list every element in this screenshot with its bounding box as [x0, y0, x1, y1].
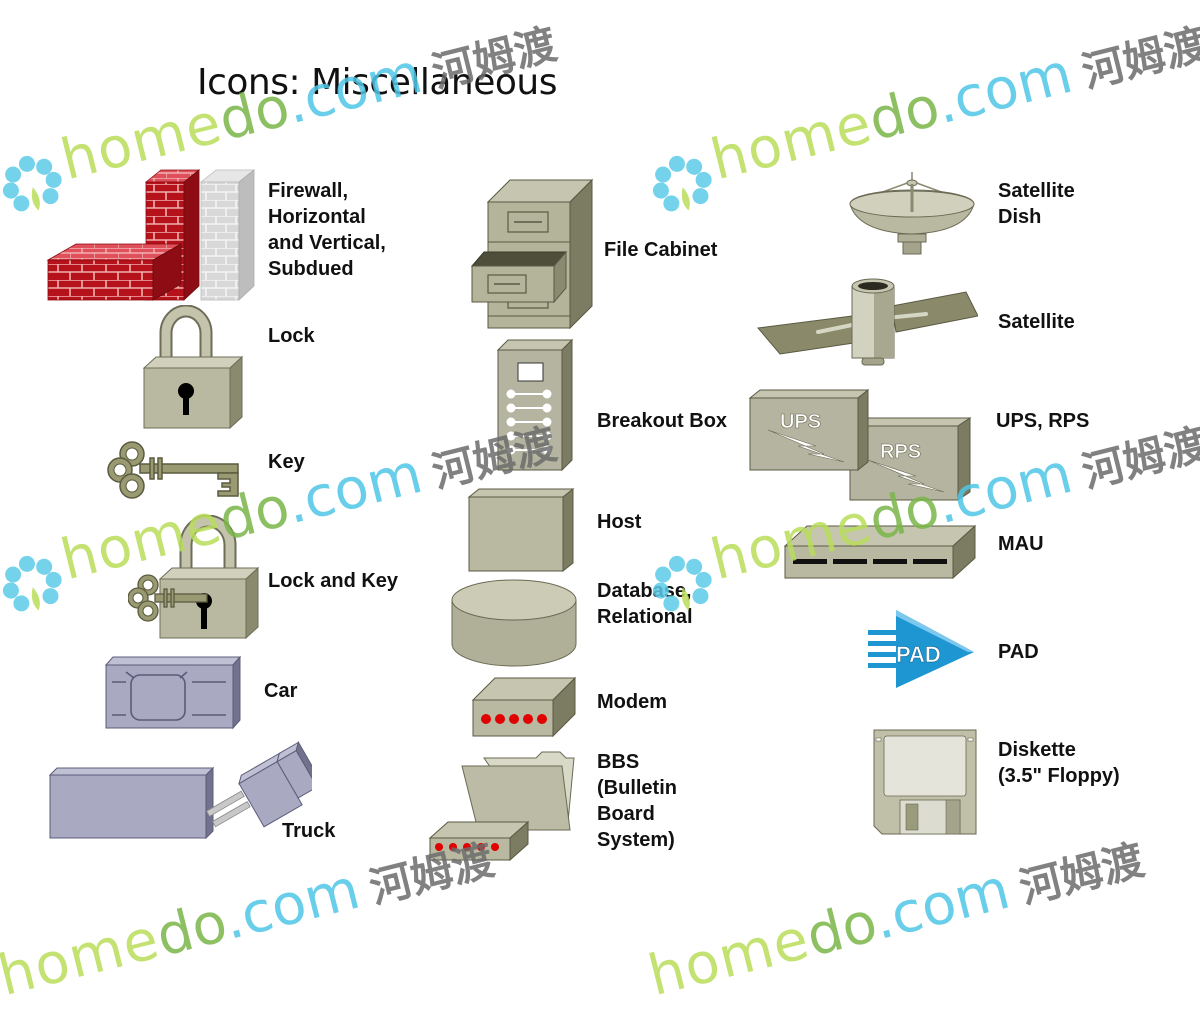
file-cabinet-icon	[470, 178, 594, 330]
mau-icon	[783, 524, 977, 580]
satellite-label: Satellite	[998, 311, 1075, 333]
host-label: Host	[597, 511, 642, 533]
file-cabinet-label: File Cabinet	[604, 239, 718, 261]
slide-title: Icons: Miscellaneous	[197, 62, 557, 103]
lock-label: Lock	[268, 325, 315, 347]
car-icon	[104, 655, 242, 730]
lock-and-key-label: Lock and Key	[268, 570, 399, 592]
lock-and-key-icon	[128, 515, 260, 640]
host-icon	[467, 487, 575, 573]
firewall-label: Firewall, Horizontal and Vertical, Subdu…	[268, 180, 386, 280]
satellite-dish-label: Satellite Dish	[998, 180, 1075, 228]
key-label: Key	[268, 451, 305, 473]
satellite-dish-icon	[849, 172, 975, 255]
lock-icon	[142, 305, 244, 430]
truck-icon	[48, 741, 312, 840]
ups-rps-label: UPS, RPS	[996, 410, 1090, 432]
car-label: Car	[264, 680, 298, 702]
flower-logo-icon	[2, 555, 62, 612]
modem-label: Modem	[597, 691, 667, 713]
pad-icon: PAD	[868, 610, 974, 688]
ups-rps-icon: RPS UPS	[748, 388, 972, 501]
mau-label: MAU	[998, 533, 1044, 555]
watermark: homedo.com河姆渡	[0, 834, 499, 1009]
database-label: Database, Relational	[597, 580, 693, 628]
database-icon	[451, 579, 577, 667]
truck-label: Truck	[282, 820, 336, 842]
modem-icon	[471, 676, 577, 738]
breakout-box-icon	[496, 338, 574, 472]
pad-badge-text: PAD	[896, 642, 941, 667]
key-icon	[107, 441, 239, 499]
pad-label: PAD	[998, 641, 1039, 663]
firewall-icon	[46, 169, 256, 301]
diskette-label: Diskette (3.5" Floppy)	[998, 739, 1120, 787]
ups-text: UPS	[780, 411, 821, 433]
bbs-icon	[428, 751, 575, 862]
rps-text: RPS	[880, 441, 921, 463]
satellite-icon	[757, 278, 978, 366]
watermark: homedo.com河姆渡	[642, 834, 1149, 1009]
flower-logo-icon	[652, 155, 712, 212]
bbs-label: BBS (Bulletin Board System)	[597, 751, 677, 851]
diskette-icon	[873, 729, 977, 835]
breakout-box-label: Breakout Box	[597, 410, 728, 432]
